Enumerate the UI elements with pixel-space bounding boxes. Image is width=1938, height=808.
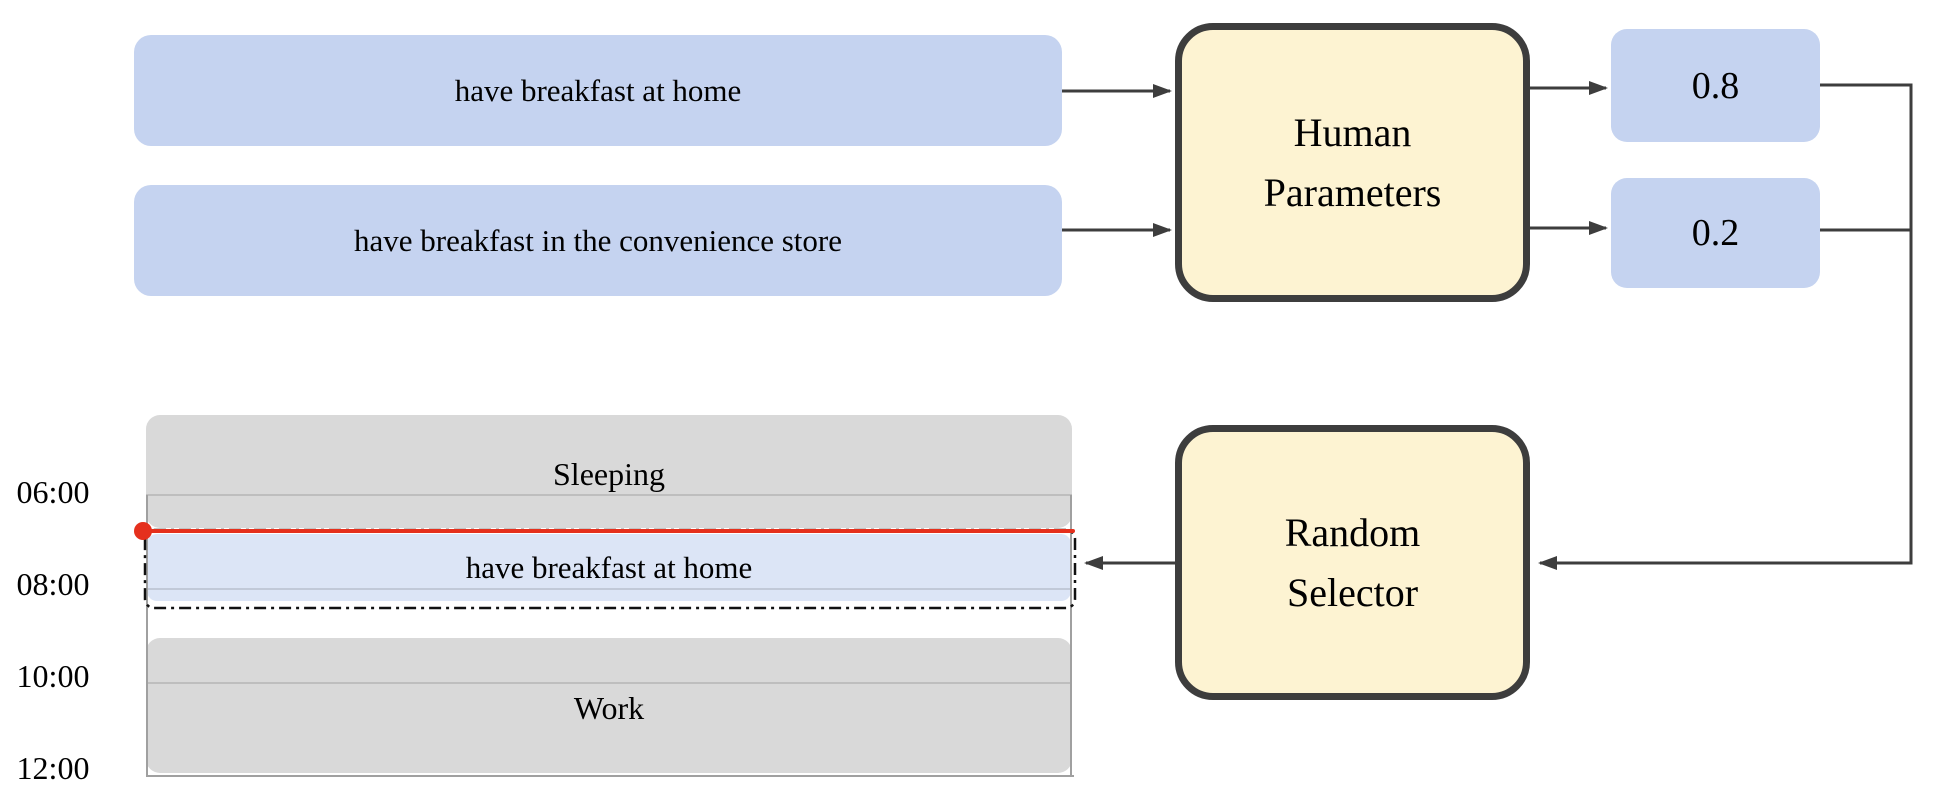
current-time-dot [134, 522, 152, 540]
schedule-label-sleeping: Sleeping [553, 456, 665, 492]
schedule-label-breakfast: have breakfast at home [465, 550, 753, 585]
probability-box-08: 0.8 [1611, 29, 1820, 142]
axis-left-border [146, 495, 148, 777]
schedule-block-breakfast [147, 534, 1071, 601]
time-label-0800: 08:00 [16, 566, 90, 602]
current-time-line [143, 529, 1075, 533]
schedule-label-work: Work [573, 690, 645, 726]
random-selector-label-line1: Random [1284, 509, 1421, 555]
axis-right-border [1070, 495, 1072, 777]
random-selector-box: Random Selector [1175, 425, 1530, 700]
gridline-0800 [146, 588, 1072, 590]
schedule-block-work [146, 638, 1072, 773]
option-label: have breakfast in the convenience store [353, 222, 843, 258]
time-label-0600: 06:00 [16, 474, 90, 510]
probability-value: 0.2 [1691, 212, 1740, 254]
random-selector-label-line2: Selector [1286, 569, 1419, 615]
axis-bottom-border [146, 775, 1074, 777]
human-parameters-label-line1: Human [1293, 109, 1412, 155]
schedule-block-sleeping [146, 415, 1072, 528]
human-parameters-box: Human Parameters [1175, 23, 1530, 302]
gridline-0600 [146, 494, 1072, 496]
time-label-1000: 10:00 [16, 658, 90, 694]
arrow-probs-to-random-selector [1538, 83, 1913, 570]
option-box-breakfast-home: have breakfast at home [134, 35, 1062, 146]
option-box-breakfast-store: have breakfast in the convenience store [134, 185, 1062, 296]
probability-box-02: 0.2 [1611, 178, 1820, 288]
probability-value: 0.8 [1691, 64, 1740, 107]
gridline-1000 [146, 682, 1072, 684]
time-label-1200: 12:00 [16, 750, 90, 786]
human-parameters-label-line2: Parameters [1263, 169, 1442, 215]
option-label: have breakfast at home [454, 72, 742, 108]
